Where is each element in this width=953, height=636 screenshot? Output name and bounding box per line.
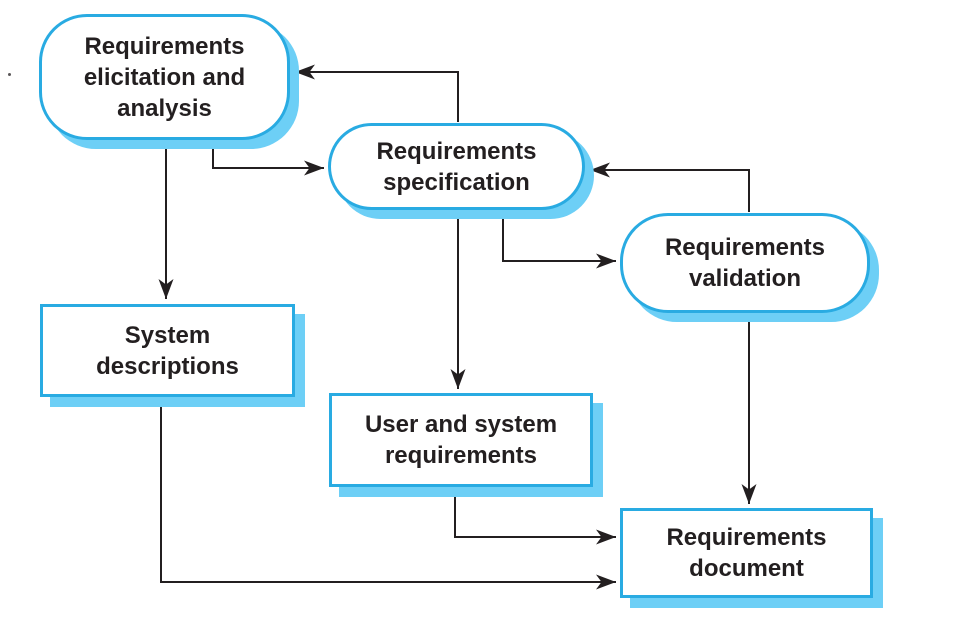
node-label: Requirements elicitation and analysis: [83, 32, 246, 122]
edge-specification-to-validation: [502, 211, 616, 269]
node-requirements-specification: Requirements specification: [328, 123, 585, 210]
node-requirements-elicitation-and-analysis: Requirements elicitation and analysis: [39, 14, 290, 140]
edge-system-descriptions-to-requirements-document: [160, 398, 616, 590]
edge-user-system-requirements-to-requirements-document: [454, 488, 616, 545]
node-label: Requirements specification: [376, 137, 537, 196]
node-label: Requirements document: [666, 524, 827, 582]
edge-specification-to-elicitation: [295, 64, 459, 122]
node-label: System descriptions: [96, 321, 239, 380]
node-system-descriptions: System descriptions: [40, 304, 295, 397]
node-requirements-document: Requirements document: [620, 508, 873, 598]
node-label: User and system requirements: [364, 411, 558, 469]
scan-artifact-dot: [8, 73, 11, 76]
node-user-and-system-requirements: User and system requirements: [329, 393, 593, 487]
node-label: Requirements validation: [664, 234, 826, 292]
edge-validation-to-specification: [590, 162, 750, 212]
edge-elicitation-to-specification: [212, 141, 324, 176]
node-requirements-validation: Requirements validation: [620, 213, 870, 313]
